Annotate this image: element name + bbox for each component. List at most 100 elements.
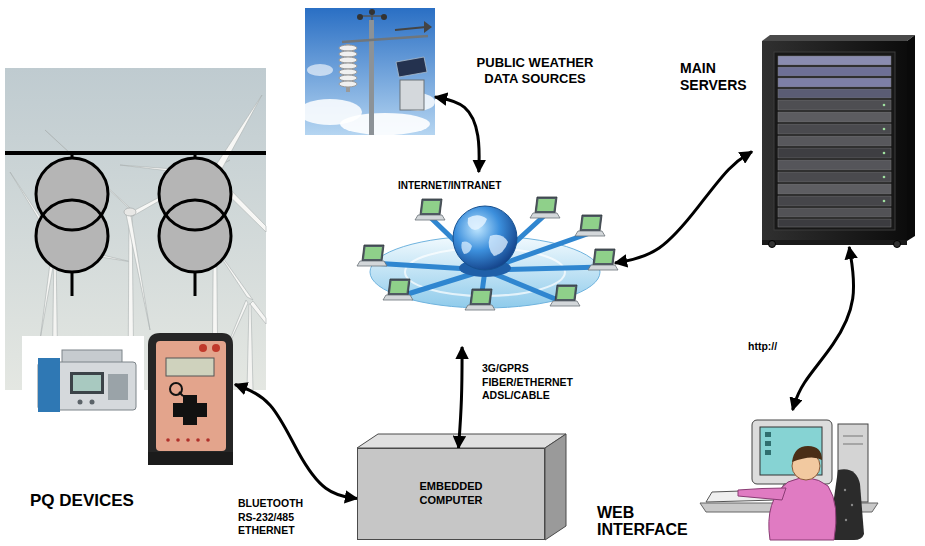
user-workstation-clipart	[844, 489, 846, 491]
server-rack	[762, 240, 907, 245]
weather-source-node: PUBLIC WEATHER DATA SOURCES	[305, 8, 435, 135]
server-rack	[778, 89, 891, 98]
weather-station-photo	[381, 14, 387, 20]
computer-box-faces	[545, 434, 566, 540]
link-label: http://	[748, 340, 777, 353]
weather-station-photo	[369, 9, 375, 15]
network-graphic	[530, 197, 560, 218]
server-rack	[907, 35, 915, 241]
server-rack	[762, 35, 915, 248]
user-workstation-clipart	[851, 504, 853, 506]
edge-label-holder: BLUETOOTH RS-232/485 ETHERNET	[238, 497, 306, 538]
server-rack	[762, 35, 915, 41]
server-rack	[778, 184, 891, 194]
text-word: EMBEDDED	[420, 480, 483, 492]
network-caption: INTERNET/INTRANET	[398, 180, 501, 192]
weather-station-photo	[339, 57, 357, 63]
server-rack	[774, 52, 895, 230]
network-graphic	[489, 235, 508, 256]
server-rack	[778, 67, 891, 76]
weather-station-photo	[360, 15, 384, 17]
user-workstation-clipart	[765, 441, 771, 446]
weather-station-photo	[339, 75, 357, 81]
server-rack	[778, 208, 891, 217]
text-word: ETHERNET	[238, 524, 295, 536]
weather-station-photo	[424, 21, 432, 33]
transformer-symbols	[5, 151, 266, 155]
weather-station-photo	[298, 8, 435, 135]
server-rack	[883, 128, 886, 131]
server-rack	[778, 100, 891, 110]
web-caption: WEB INTERFACE	[597, 505, 690, 539]
link-label: BLUETOOTH RS-232/485 ETHERNET	[238, 497, 306, 538]
server-node: MAIN SERVERS	[752, 35, 914, 247]
network-graphic	[575, 215, 605, 236]
transformer-symbols	[159, 200, 231, 272]
pq-devices-photo	[38, 358, 60, 412]
server-rack	[894, 241, 901, 248]
transformer-symbols	[159, 200, 231, 272]
connector-arrow	[615, 152, 752, 263]
wind-farm-photo	[212, 95, 262, 176]
weather-station-photo	[369, 20, 374, 135]
text-word: SERVERS	[680, 77, 747, 93]
server-rack	[883, 200, 886, 203]
device-node: PQ DEVICES	[25, 333, 235, 465]
computer-box-faces	[357, 434, 566, 448]
wind-farm-photo	[250, 301, 266, 324]
network-graphic	[357, 245, 387, 266]
pq-devices-photo	[78, 400, 83, 405]
web-node: WEB INTERFACE	[690, 410, 880, 540]
network-graphic	[550, 285, 580, 306]
pq-devices-photo	[166, 358, 214, 376]
transformer-symbols	[36, 200, 108, 272]
network-graphic	[461, 242, 472, 255]
server-caption: MAIN SERVERS	[680, 60, 749, 94]
pq-devices-photo	[212, 344, 220, 352]
pq-devices-photo	[73, 375, 101, 391]
server-rack	[778, 148, 891, 158]
computer-caption: EMBEDDED COMPUTER	[419, 480, 484, 508]
user-workstation-clipart	[738, 488, 786, 500]
weather-station-photo	[396, 57, 427, 77]
text-word: RS-232/485	[238, 511, 294, 523]
server-rack	[778, 196, 891, 206]
pq-devices-photo	[199, 344, 207, 352]
wind-farm-photo	[126, 214, 150, 330]
network-graphic	[465, 289, 495, 310]
weather-station-photo	[357, 14, 363, 20]
pq-devices-photo	[173, 395, 207, 425]
connector-arrow	[459, 347, 463, 448]
pq-devices-photo	[148, 452, 233, 465]
wind-farm-photo	[124, 208, 136, 216]
user-workstation-clipart	[843, 436, 863, 437]
pq-devices-photo	[196, 438, 200, 442]
text-word: FIBER/ETHERNET	[482, 376, 573, 388]
server-rack	[778, 78, 891, 87]
transformer-symbols	[159, 158, 231, 230]
text-word: INTERFACE	[597, 521, 688, 538]
source-caption: PUBLIC WEATHER DATA SOURCES	[470, 55, 600, 86]
weather-station-photo	[400, 80, 424, 110]
pq-devices-photo	[148, 333, 233, 465]
user-workstation-clipart	[765, 432, 771, 437]
pq-devices-photo	[176, 438, 180, 442]
user-workstation-clipart	[769, 478, 836, 540]
user-workstation-clipart	[765, 450, 771, 455]
connector-arrow	[235, 384, 357, 498]
network-graphic	[468, 215, 487, 230]
user-workstation-clipart	[752, 420, 832, 484]
network-graphic	[415, 199, 445, 220]
weather-station-photo	[340, 113, 430, 135]
connector-group	[235, 97, 854, 499]
network-graphic	[383, 279, 413, 300]
edge-label-holder: http://	[748, 340, 777, 353]
text-word: BLUETOOTH	[238, 497, 303, 509]
server-rack	[778, 136, 891, 146]
server-rack	[762, 41, 907, 241]
user-workstation-clipart	[845, 519, 847, 521]
pq-devices-photo	[22, 336, 144, 420]
server-rack	[778, 56, 891, 65]
